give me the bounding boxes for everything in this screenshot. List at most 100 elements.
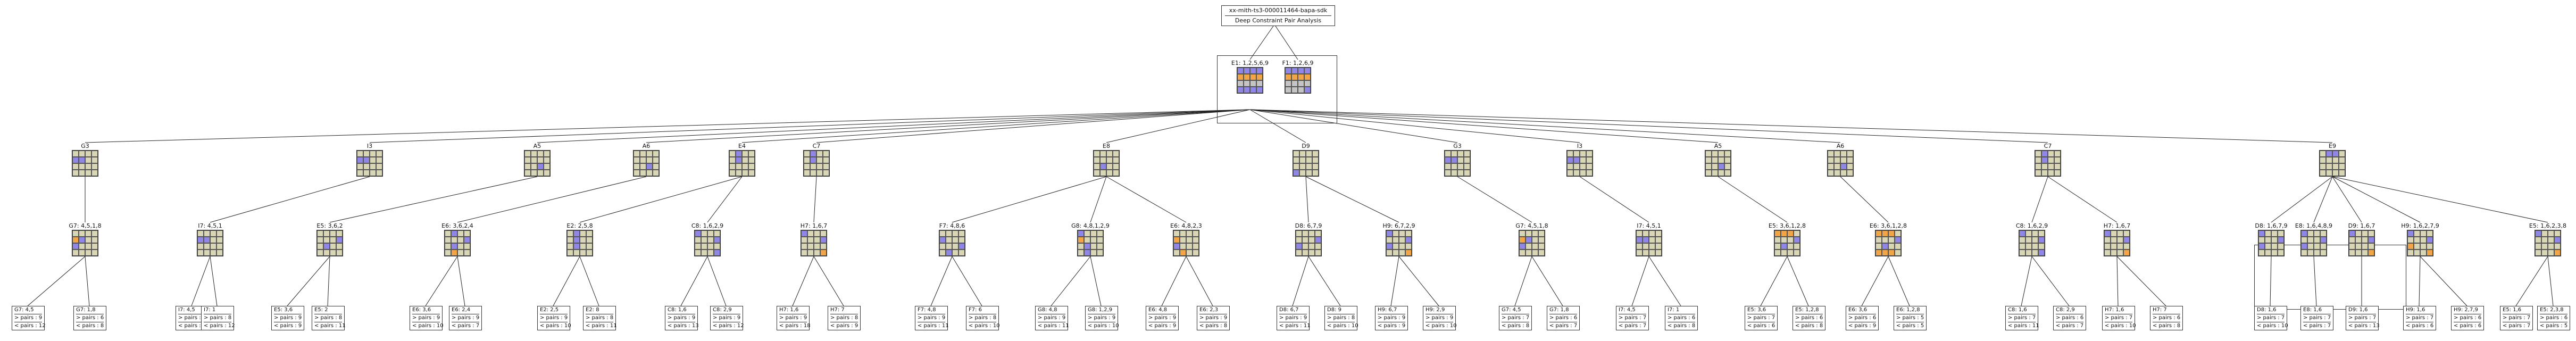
grid-cell xyxy=(2271,249,2278,256)
grid-cell xyxy=(72,249,79,256)
leaf-title: E5: 3,6 xyxy=(274,306,302,314)
grid-cell xyxy=(1567,151,1573,157)
grid-cell xyxy=(1237,68,1244,74)
grid-cell xyxy=(1186,230,1193,237)
header-box: xx-mith-ts3-000011464-bapa-sdk Deep Cons… xyxy=(1221,5,1335,26)
grid-cell xyxy=(2355,230,2362,237)
grid-cell xyxy=(1840,151,1847,157)
grid-cell xyxy=(1586,151,1593,157)
grid-cell xyxy=(2541,249,2548,256)
grid-cell xyxy=(1173,237,1180,243)
grid-cell xyxy=(1580,151,1586,157)
grid-cell xyxy=(1180,249,1186,256)
edge xyxy=(1090,256,1102,306)
edge xyxy=(1249,109,1306,143)
grid-cell xyxy=(197,243,204,249)
grid-cell xyxy=(2265,237,2271,243)
grid-cell xyxy=(736,151,742,157)
grid-cell xyxy=(85,163,91,170)
grid-cell xyxy=(1834,170,1840,176)
leaf-node-37: D8: 1,6> pairs : 7< pairs : 10 xyxy=(2254,306,2288,330)
leaf-pairs-gt: > pairs : 6 xyxy=(2454,314,2481,322)
leaf-node-18: G8: 1,2,9> pairs : 9< pairs : 10 xyxy=(1085,306,1119,330)
leaf-title: D8: 1,6 xyxy=(2257,306,2285,314)
grid-cell xyxy=(2362,230,2368,237)
grid-cell xyxy=(1315,249,1321,256)
grid-cell xyxy=(807,237,814,243)
edge xyxy=(1249,109,1841,143)
grid-cell xyxy=(1781,230,1787,237)
grid-cell xyxy=(1649,230,1655,237)
leaf-pairs-lt: < pairs : 5 xyxy=(2540,323,2568,329)
grid-cell xyxy=(1250,74,1256,80)
grid-cell xyxy=(1315,237,1321,243)
grid-cell xyxy=(1256,74,1263,80)
leaf-title: H7: 7 xyxy=(830,306,858,314)
level1-node-9-grid xyxy=(1444,150,1471,177)
grid-cell xyxy=(742,157,748,163)
grid-cell xyxy=(1302,243,1308,249)
leaf-node-34: C8: 2,9> pairs : 6< pairs : 7 xyxy=(2053,306,2086,330)
grid-cell xyxy=(79,243,85,249)
leaf-pairs-lt: < pairs : 9 xyxy=(1378,323,1406,329)
grid-cell xyxy=(1078,237,1084,243)
grid-cell xyxy=(216,249,223,256)
grid-cell xyxy=(814,230,820,237)
grid-cell xyxy=(72,157,79,163)
grid-cell xyxy=(1445,151,1451,157)
grid-cell xyxy=(1636,230,1643,237)
leaf-title: E6: 4,8 xyxy=(1148,306,1176,314)
grid-cell xyxy=(1293,157,1299,163)
grid-cell xyxy=(1180,243,1186,249)
grid-cell xyxy=(2314,243,2320,249)
grid-cell xyxy=(1888,249,1895,256)
grid-cell xyxy=(1386,237,1393,243)
grid-cell xyxy=(2320,243,2327,249)
grid-cell xyxy=(210,243,216,249)
grid-cell xyxy=(2258,230,2265,237)
leaf-pairs-gt: > pairs : 8 xyxy=(830,314,858,322)
level1-node-11-label: A5 xyxy=(1714,143,1722,149)
grid-cell xyxy=(1445,163,1451,170)
grid-cell xyxy=(1306,170,1312,176)
grid-cell xyxy=(1724,151,1731,157)
grid-cell xyxy=(524,151,531,157)
leaf-pairs-lt: < pairs : 7 xyxy=(1549,323,1578,329)
grid-cell xyxy=(2320,163,2326,170)
leaf-title: H9: 6,7 xyxy=(1378,306,1405,314)
leaf-title: D9: 1,6 xyxy=(2348,306,2376,314)
grid-cell xyxy=(1586,170,1593,176)
grid-cell xyxy=(2535,243,2541,249)
grid-cell xyxy=(804,151,810,157)
leaf-title: D8: 9 xyxy=(1327,306,1355,314)
grid-cell xyxy=(2035,170,2041,176)
grid-cell xyxy=(2117,230,2123,237)
grid-cell xyxy=(2307,230,2314,237)
grid-cell xyxy=(1828,157,1834,163)
grid-cell xyxy=(2307,237,2314,243)
grid-cell xyxy=(1084,249,1090,256)
grid-cell xyxy=(91,230,98,237)
grid-cell xyxy=(1094,157,1100,163)
edge xyxy=(707,256,727,306)
leaf-pairs-gt: > pairs : 7 xyxy=(2348,314,2376,322)
grid-cell xyxy=(2314,237,2320,243)
grid-cell xyxy=(2278,243,2284,249)
grid-cell xyxy=(714,249,720,256)
grid-cell xyxy=(2535,249,2541,256)
grid-cell xyxy=(816,163,823,170)
grid-cell xyxy=(1718,151,1724,157)
edge xyxy=(457,176,647,223)
level2-node-23-label: E5: 1,6,2,3,8 xyxy=(2529,222,2567,229)
grid-cell xyxy=(2041,157,2048,163)
grid-cell xyxy=(2349,230,2355,237)
leaf-pairs-gt: > pairs : 8 xyxy=(969,314,996,322)
grid-cell xyxy=(1875,243,1882,249)
grid-cell xyxy=(216,237,223,243)
leaf-node-8: E6: 2,4> pairs : 9< pairs : 7 xyxy=(449,306,482,330)
grid-cell xyxy=(707,249,714,256)
edge xyxy=(1648,256,1681,306)
grid-cell xyxy=(2123,230,2130,237)
grid-cell xyxy=(2258,243,2265,249)
edge xyxy=(579,176,743,223)
